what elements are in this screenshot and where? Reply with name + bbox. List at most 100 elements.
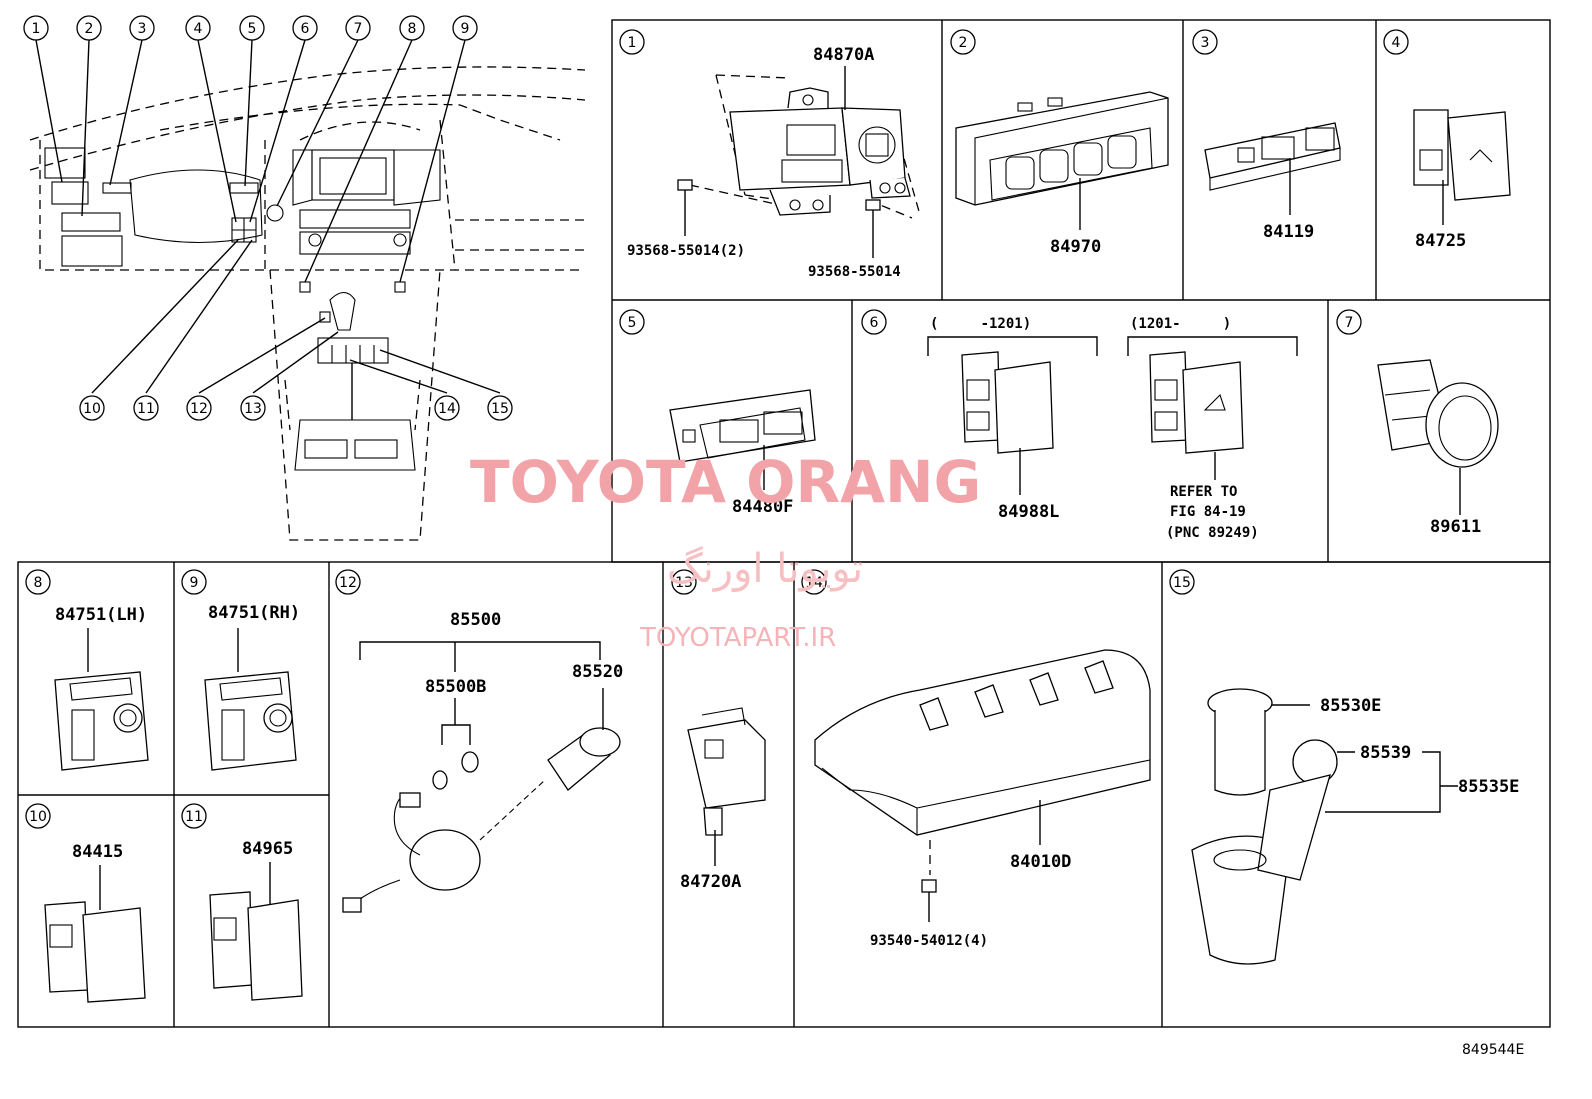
figure-code: 849544E <box>1462 1042 1524 1058</box>
overview-callout-4: 4 <box>185 15 211 41</box>
overview-callout-14: 14 <box>434 395 460 421</box>
panel-number-10-text: 10 <box>29 809 47 825</box>
panel-number-5-circle <box>619 309 645 335</box>
panel-number-13: 13 <box>671 569 697 595</box>
label-84720A: 84720A <box>680 872 741 892</box>
label-refer-to: REFER TO <box>1170 484 1237 500</box>
overview-callout-12-text: 12 <box>190 401 208 417</box>
panel-number-7-text: 7 <box>1345 315 1354 331</box>
panel-number-4-text: 4 <box>1392 35 1401 51</box>
panel-number-6-circle <box>861 309 887 335</box>
overview-callout-10-circle <box>79 395 105 421</box>
label-89611: 89611 <box>1430 517 1481 537</box>
panel-number-14-circle <box>801 569 827 595</box>
overview-callout-15-circle <box>487 395 513 421</box>
panel-11-parts <box>209 862 303 1001</box>
panel-number-1-text: 1 <box>628 35 637 51</box>
panel-number-13-circle <box>671 569 697 595</box>
panel-8-parts <box>54 628 149 771</box>
overview-callout-14-circle <box>434 395 460 421</box>
panel-number-3-circle <box>1192 29 1218 55</box>
panel-2-parts <box>955 91 1169 230</box>
label-84988L: 84988L <box>998 502 1059 522</box>
overview-callout-11-circle <box>133 395 159 421</box>
overview-callout-12: 12 <box>186 395 212 421</box>
panel-1-parts <box>677 66 921 258</box>
overview-callout-2-circle <box>76 15 102 41</box>
panel-number-15-circle <box>1169 569 1195 595</box>
overview-callout-1: 1 <box>23 15 49 41</box>
overview-callout-3: 3 <box>129 15 155 41</box>
panel-number-4-circle <box>1383 29 1409 55</box>
overview-callout-15-text: 15 <box>491 401 509 417</box>
panel-12-parts <box>342 641 621 913</box>
overview-callout-11-text: 11 <box>137 401 155 417</box>
panel-10-parts <box>44 865 146 1003</box>
overview-callout-4-text: 4 <box>194 21 203 37</box>
panel-grid <box>17 19 1551 1028</box>
watermark-site: TOYOTAPART.IR <box>639 623 836 653</box>
panel-number-10: 10 <box>25 803 51 829</box>
panel-4-parts <box>1413 109 1511 225</box>
label-85535E: 85535E <box>1458 777 1519 797</box>
watermark-brand-fa: تویوتا اورنگ <box>667 546 863 592</box>
panel-number-15: 15 <box>1169 569 1195 595</box>
panel-number-4: 4 <box>1383 29 1409 55</box>
overview-callout-7-circle <box>345 15 371 41</box>
label-85539: 85539 <box>1360 743 1411 763</box>
panel-number-11-text: 11 <box>185 809 203 825</box>
overview-callout-15: 15 <box>487 395 513 421</box>
panel-number-14: 14 <box>801 569 827 595</box>
overview-callout-9: 9 <box>452 15 478 41</box>
overview-callout-9-text: 9 <box>461 21 470 37</box>
panel-number-2: 2 <box>950 29 976 55</box>
panel-number-6: 6 <box>861 309 887 335</box>
overview-callout-7-text: 7 <box>354 21 363 37</box>
panel-number-7: 7 <box>1336 309 1362 335</box>
label-84119: 84119 <box>1263 222 1314 242</box>
label-84725: 84725 <box>1415 231 1466 251</box>
panel-5-parts <box>669 389 816 490</box>
watermark-brand: TOYOTA ORANG <box>470 448 981 516</box>
label-85500B: 85500B <box>425 677 486 697</box>
panel-3-parts <box>1204 122 1341 215</box>
panel-15-parts <box>1191 688 1458 965</box>
panel-6-parts <box>927 336 1298 495</box>
panel-number-11: 11 <box>181 803 207 829</box>
overview-callout-6-text: 6 <box>301 21 310 37</box>
label-85500: 85500 <box>450 610 501 630</box>
watermark: TOYOTA ORANG تویوتا اورنگ TOYOTAPART.IR <box>470 448 981 653</box>
panel-number-12: 12 <box>335 569 361 595</box>
overview-callout-8: 8 <box>399 15 425 41</box>
overview-callout-2-text: 2 <box>85 21 94 37</box>
overview-callout-2: 2 <box>76 15 102 41</box>
overview-callout-5-text: 5 <box>248 21 257 37</box>
panel-number-3: 3 <box>1192 29 1218 55</box>
label-93568-55014-2: 93568-55014(2) <box>627 243 745 259</box>
label-range-after-1201: (1201- ) <box>1130 316 1231 332</box>
panel-number-13-text: 13 <box>675 575 693 591</box>
label-84970: 84970 <box>1050 237 1101 257</box>
label-84480F: 84480F <box>732 497 793 517</box>
panel-13-parts <box>687 707 766 866</box>
label-93540-54012-4: 93540-54012(4) <box>870 933 988 949</box>
panel-number-15-text: 15 <box>1173 575 1191 591</box>
panel-14-parts <box>814 649 1151 922</box>
panel-9-parts <box>204 628 297 771</box>
overview-callout-3-text: 3 <box>138 21 147 37</box>
label-85520: 85520 <box>572 662 623 682</box>
panel-number-14-text: 14 <box>805 575 823 591</box>
panel-number-12-circle <box>335 569 361 595</box>
panel-number-6-text: 6 <box>870 315 879 331</box>
panel-number-11-circle <box>181 803 207 829</box>
label-84751-lh: 84751(LH) <box>55 605 147 625</box>
label-pnc-89249: (PNC 89249) <box>1166 525 1259 541</box>
part-labels: 84870A 93568-55014(2) 93568-55014 84970 … <box>55 45 1519 949</box>
overview-callout-13: 13 <box>240 395 266 421</box>
panel-number-10-circle <box>25 803 51 829</box>
overview-callout-14-text: 14 <box>438 401 456 417</box>
overview-callout-13-circle <box>240 395 266 421</box>
panel-number-1-circle <box>619 29 645 55</box>
overview-callout-7: 7 <box>345 15 371 41</box>
